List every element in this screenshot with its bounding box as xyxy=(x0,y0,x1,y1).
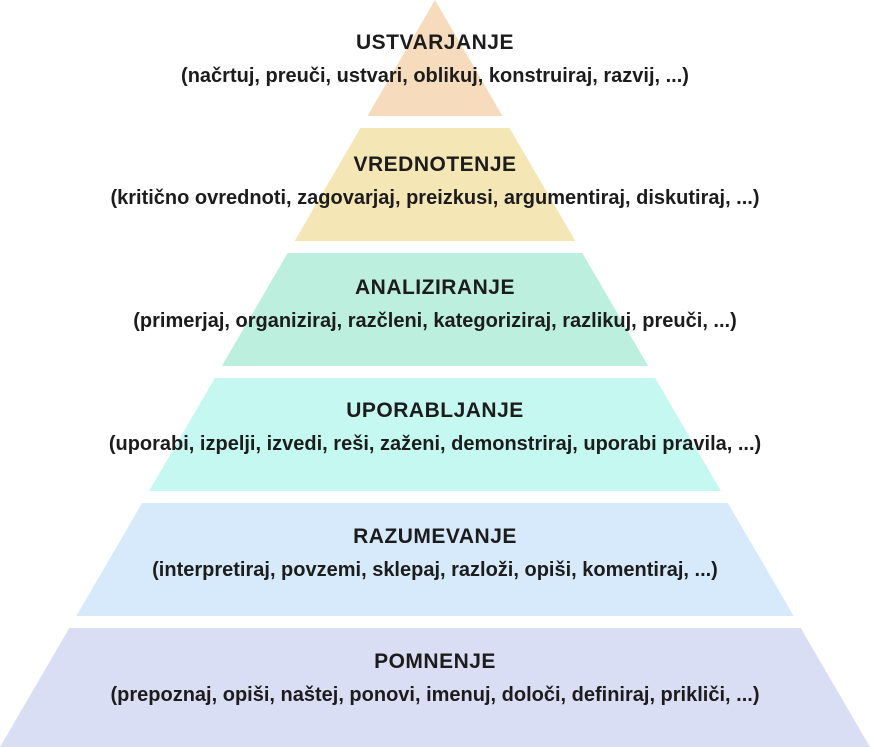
level-verbs-evaluating: (kritično ovrednoti, zagovarjaj, preizku… xyxy=(110,187,759,209)
pyramid-level-analyzing: ANALIZIRANJE (primerjaj, organiziraj, ra… xyxy=(133,253,737,366)
level-title-remembering: POMNENJE xyxy=(374,650,496,673)
level-band-analyzing xyxy=(221,253,649,366)
level-title-evaluating: VREDNOTENJE xyxy=(353,153,516,176)
pyramid-level-remembering: POMNENJE (prepoznaj, opiši, naštej, pono… xyxy=(0,628,870,747)
pyramid-level-evaluating: VREDNOTENJE (kritično ovrednoti, zagovar… xyxy=(110,128,760,241)
level-verbs-creating: (načrtuj, preuči, ustvari, oblikuj, kons… xyxy=(181,65,689,87)
level-title-analyzing: ANALIZIRANJE xyxy=(355,276,515,299)
level-verbs-analyzing: (primerjaj, organiziraj, razčleni, kateg… xyxy=(133,310,737,332)
pyramid-level-applying: UPORABLJANJE (uporabi, izpelji, izvedi, … xyxy=(109,378,761,491)
level-verbs-applying: (uporabi, izpelji, izvedi, reši, zaženi,… xyxy=(109,433,761,455)
level-band-understanding xyxy=(76,503,794,616)
pyramid-level-creating: USTVARJANJE (načrtuj, preuči, ustvari, o… xyxy=(181,0,689,116)
level-title-creating: USTVARJANJE xyxy=(356,31,514,54)
level-band-evaluating xyxy=(294,128,576,241)
level-verbs-understanding: (interpretiraj, povzemi, sklepaj, razlož… xyxy=(152,559,718,581)
pyramid-level-understanding: RAZUMEVANJE (interpretiraj, povzemi, skl… xyxy=(76,503,794,616)
level-verbs-remembering: (prepoznaj, opiši, naštej, ponovi, imenu… xyxy=(111,684,760,706)
level-band-applying xyxy=(149,378,721,491)
level-band-remembering xyxy=(0,628,870,747)
level-title-applying: UPORABLJANJE xyxy=(346,399,524,422)
level-band-creating xyxy=(367,0,503,116)
level-title-understanding: RAZUMEVANJE xyxy=(353,525,517,548)
